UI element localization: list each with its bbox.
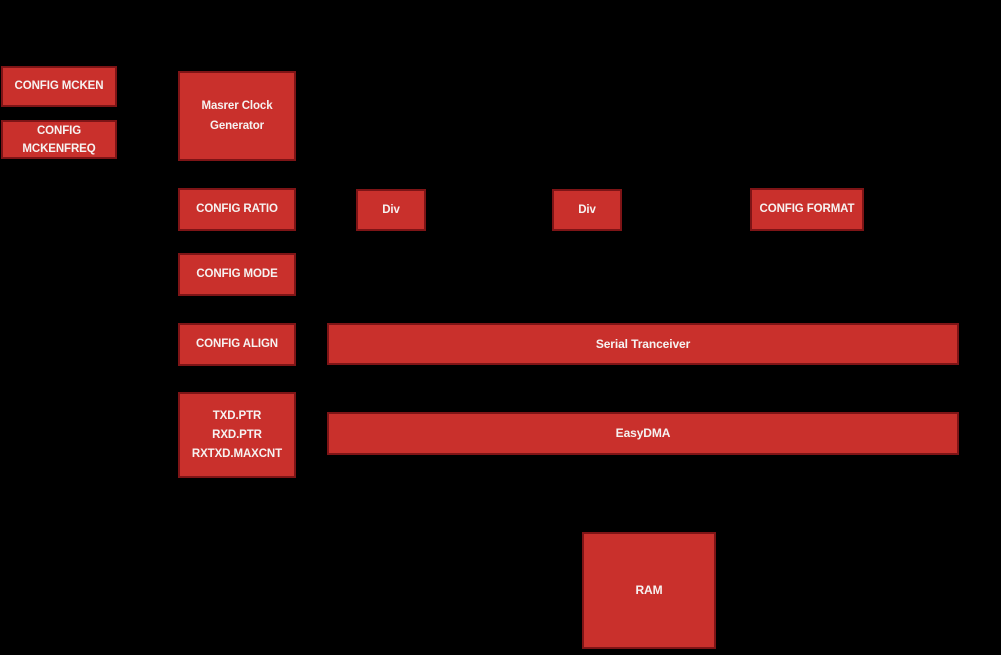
- block-label: Div: [382, 203, 400, 216]
- block-label-line: MCKENFREQ: [22, 142, 96, 155]
- block-dma-pointer-registers: TXD.PTR RXD.PTR RXTXD.MAXCNT: [178, 392, 296, 478]
- block-config-format: CONFIG FORMAT: [750, 188, 864, 231]
- block-div-right: Div: [552, 189, 622, 231]
- block-easydma: EasyDMA: [327, 412, 959, 455]
- block-label: CONFIG RATIO: [196, 203, 278, 215]
- block-label: RAM: [635, 583, 663, 597]
- block-label-line: RXTXD.MAXCNT: [191, 447, 283, 460]
- block-label: Serial Tranceiver: [595, 336, 691, 351]
- block-config-mcken: CONFIG MCKEN: [1, 66, 117, 107]
- block-label: EasyDMA: [615, 426, 671, 440]
- block-label: Div: [578, 203, 596, 216]
- block-master-clock-generator: Masrer Clock Generator: [178, 71, 296, 161]
- block-serial-tranceiver: Serial Tranceiver: [327, 323, 959, 365]
- block-label-line: Masrer Clock: [201, 100, 273, 112]
- block-label: CONFIG MCKEN: [14, 80, 104, 92]
- block-label: CONFIG FORMAT: [759, 203, 855, 215]
- block-label: CONFIG ALIGN: [195, 338, 279, 350]
- block-config-ratio: CONFIG RATIO: [178, 188, 296, 231]
- block-label-line: RXD.PTR: [212, 428, 262, 441]
- block-label: CONFIG MODE: [196, 268, 278, 280]
- block-config-mckenfreq: CONFIG MCKENFREQ: [1, 120, 117, 159]
- block-config-mode: CONFIG MODE: [178, 253, 296, 296]
- block-label-line: TXD.PTR: [212, 409, 262, 422]
- block-div-left: Div: [356, 189, 426, 231]
- block-config-align: CONFIG ALIGN: [178, 323, 296, 366]
- block-label-line: Generator: [209, 120, 265, 132]
- block-ram: RAM: [582, 532, 716, 649]
- block-label-line: CONFIG: [36, 124, 82, 137]
